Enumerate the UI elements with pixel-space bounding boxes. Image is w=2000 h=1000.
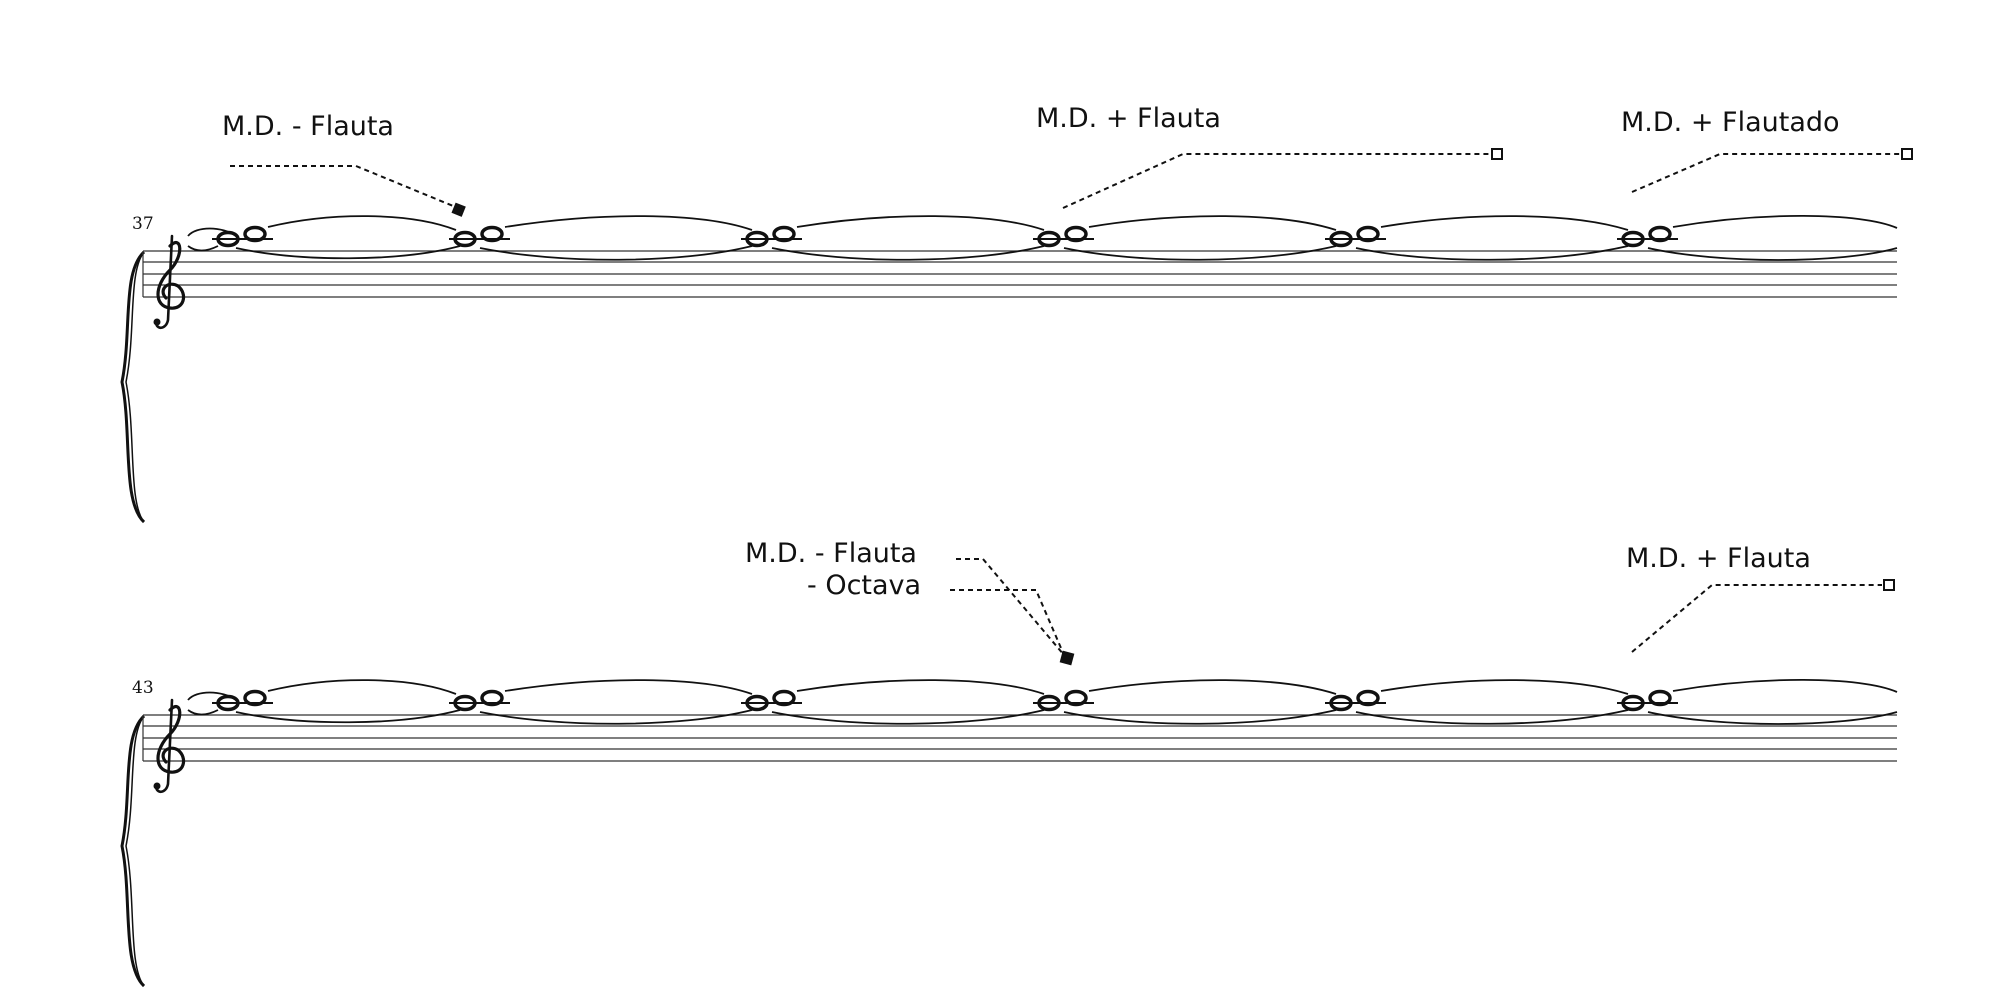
staff-treble bbox=[143, 250, 1897, 298]
tie bbox=[1088, 215, 1337, 231]
tie bbox=[1672, 678, 1898, 693]
tie bbox=[187, 709, 219, 716]
tie bbox=[1380, 215, 1629, 231]
tie bbox=[504, 679, 753, 695]
whole-notehead bbox=[1356, 689, 1380, 707]
stop-off-marker-icon bbox=[1059, 650, 1075, 666]
registration-mark: M.D. + Flauta bbox=[1626, 543, 1895, 653]
whole-notehead bbox=[1037, 694, 1061, 712]
tie bbox=[479, 709, 753, 725]
whole-note-pair bbox=[741, 225, 802, 248]
whole-notehead bbox=[453, 694, 477, 712]
whole-notehead bbox=[1356, 225, 1380, 243]
registration-label: M.D. + Flauta bbox=[1036, 103, 1221, 134]
tie bbox=[1647, 247, 1898, 261]
brace-icon bbox=[120, 714, 146, 988]
whole-notehead bbox=[1064, 225, 1088, 243]
tie bbox=[796, 679, 1045, 695]
tie bbox=[187, 227, 237, 237]
whole-notehead bbox=[745, 694, 769, 712]
whole-note-pair bbox=[1325, 225, 1386, 248]
whole-note-pair bbox=[1033, 225, 1094, 248]
whole-notehead bbox=[480, 225, 504, 243]
whole-note-pair bbox=[741, 689, 802, 712]
whole-notehead bbox=[1621, 694, 1645, 712]
whole-note-pair bbox=[1617, 225, 1678, 248]
tie bbox=[235, 245, 461, 260]
tie bbox=[1672, 214, 1898, 229]
registration-mark: M.D. - Flauta bbox=[222, 111, 466, 217]
notes-system-1 bbox=[212, 225, 1678, 248]
tie bbox=[187, 691, 237, 701]
tie bbox=[771, 245, 1045, 261]
registration-label: M.D. - Flauta bbox=[745, 538, 917, 569]
whole-notehead bbox=[1064, 689, 1088, 707]
system-1: 37 bbox=[120, 103, 1913, 524]
whole-note-pair bbox=[1033, 689, 1094, 712]
registration-label: M.D. - Flauta bbox=[222, 111, 394, 142]
registration-label: - Octava bbox=[807, 570, 921, 601]
whole-notehead bbox=[1329, 694, 1353, 712]
stop-off-marker-icon bbox=[451, 202, 466, 217]
whole-notehead bbox=[772, 689, 796, 707]
whole-note-pair bbox=[1325, 689, 1386, 712]
tie bbox=[1088, 679, 1337, 695]
whole-notehead bbox=[1648, 689, 1672, 707]
measure-number: 43 bbox=[132, 678, 154, 698]
tie bbox=[187, 245, 219, 252]
registration-label: M.D. + Flautado bbox=[1621, 107, 1840, 138]
whole-note-pair bbox=[449, 225, 510, 248]
notes-system-2 bbox=[212, 689, 1678, 712]
tie bbox=[267, 679, 457, 695]
tie bbox=[796, 215, 1045, 231]
registration-mark: M.D. + Flautado bbox=[1621, 107, 1913, 193]
registration-mark: M.D. - Flauta - Octava bbox=[745, 538, 1075, 666]
measure-number: 37 bbox=[132, 214, 154, 234]
whole-note-pair bbox=[449, 689, 510, 712]
whole-notehead bbox=[1648, 225, 1672, 243]
system-2: 43 bbox=[120, 538, 1898, 988]
whole-notehead bbox=[772, 225, 796, 243]
tie bbox=[1380, 679, 1629, 695]
tie bbox=[1355, 709, 1629, 725]
whole-notehead bbox=[1329, 230, 1353, 248]
tie bbox=[504, 215, 753, 231]
tie bbox=[1647, 711, 1898, 725]
whole-notehead bbox=[745, 230, 769, 248]
tie bbox=[1063, 245, 1337, 261]
tie bbox=[267, 215, 457, 231]
treble-clef-icon bbox=[151, 698, 186, 794]
tie bbox=[1063, 709, 1337, 725]
treble-clef-icon bbox=[151, 234, 186, 330]
brace-icon bbox=[120, 250, 146, 524]
tie bbox=[235, 709, 461, 724]
registration-label: M.D. + Flauta bbox=[1626, 543, 1811, 574]
whole-notehead bbox=[480, 689, 504, 707]
whole-notehead bbox=[1037, 230, 1061, 248]
whole-notehead bbox=[243, 225, 267, 243]
stop-on-marker-icon bbox=[1491, 148, 1503, 160]
whole-note-pair bbox=[1617, 689, 1678, 712]
stop-on-marker-icon bbox=[1883, 579, 1895, 591]
whole-notehead bbox=[453, 230, 477, 248]
stop-on-marker-icon bbox=[1901, 148, 1913, 160]
tie bbox=[479, 245, 753, 261]
staff-treble bbox=[143, 714, 1897, 762]
tie bbox=[771, 709, 1045, 725]
whole-notehead bbox=[1621, 230, 1645, 248]
whole-notehead bbox=[243, 689, 267, 707]
tie bbox=[1355, 245, 1629, 261]
registration-mark: M.D. + Flauta bbox=[1036, 103, 1503, 209]
